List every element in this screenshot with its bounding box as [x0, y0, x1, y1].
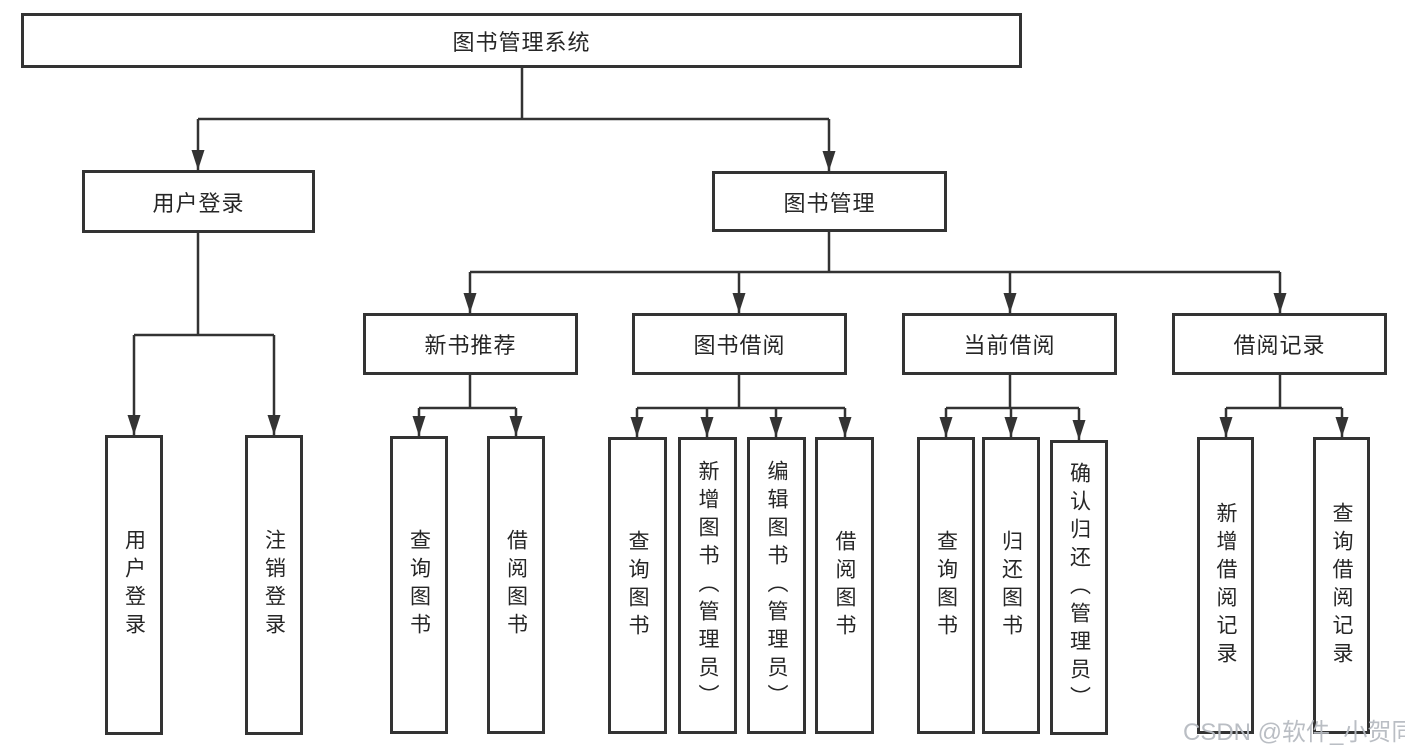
node-label: 查询借阅记录: [1330, 501, 1353, 670]
leaf-query-books-1: 查询图书: [390, 436, 448, 734]
leaf-return-books: 归还图书: [982, 437, 1040, 734]
leaf-query-books-2: 查询图书: [608, 437, 667, 734]
leaf-query-books-3: 查询图书: [917, 437, 975, 734]
node-borrow-records: 借阅记录: [1172, 313, 1387, 375]
leaf-confirm-return-admin: 确认归还（管理员）: [1050, 440, 1108, 735]
leaf-query-borrow-record: 查询借阅记录: [1313, 437, 1370, 734]
leaf-add-borrow-record: 新增借阅记录: [1197, 437, 1254, 734]
node-book-borrow: 图书借阅: [632, 313, 847, 375]
leaf-borrow-books-2: 借阅图书: [815, 437, 874, 734]
node-label: 借阅图书: [833, 529, 856, 642]
node-root-library-system: 图书管理系统: [21, 13, 1022, 68]
node-label: 新增借阅记录: [1214, 501, 1237, 670]
connector-root: [191, 68, 836, 171]
node-label: 借阅记录: [1233, 333, 1326, 358]
node-label: 图书管理系统: [452, 29, 591, 55]
node-current-borrow: 当前借阅: [902, 313, 1117, 375]
node-label: 确认归还（管理员）: [1067, 461, 1091, 714]
node-book-management: 图书管理: [712, 171, 947, 232]
node-label: 新增图书（管理员）: [696, 459, 719, 712]
node-user-login: 用户登录: [82, 170, 315, 233]
leaf-logout: 注销登录: [245, 435, 303, 735]
node-label: 用户登录: [122, 529, 146, 641]
node-label: 新书推荐: [424, 333, 517, 358]
connector-book-management: [463, 232, 1287, 313]
connector-book-borrow: [630, 375, 852, 437]
node-label: 注销登录: [262, 529, 286, 641]
node-label: 用户登录: [152, 190, 245, 216]
csdn-watermark: CSDN @软件_小贺同学: [1183, 719, 1405, 746]
node-label: 查询图书: [407, 529, 431, 641]
leaf-borrow-books-1: 借阅图书: [487, 436, 545, 734]
node-new-book-recommend: 新书推荐: [363, 313, 578, 375]
connector-new-book: [412, 375, 523, 436]
node-label: 查询图书: [934, 529, 958, 642]
node-label: 图书借阅: [693, 333, 786, 358]
connector-borrow-records: [1219, 375, 1349, 437]
leaf-add-books-admin: 新增图书（管理员）: [678, 437, 737, 734]
node-label: 图书管理: [783, 190, 876, 216]
node-label: 借阅图书: [504, 529, 528, 641]
leaf-user-login: 用户登录: [105, 435, 163, 735]
connector-current-borrow: [939, 375, 1086, 440]
node-label: 查询图书: [626, 529, 649, 642]
node-label: 当前借阅: [963, 333, 1056, 358]
connector-user-login: [127, 233, 281, 435]
node-label: 归还图书: [999, 529, 1023, 642]
leaf-edit-books-admin: 编辑图书（管理员）: [747, 437, 806, 734]
node-label: 编辑图书（管理员）: [765, 459, 788, 712]
